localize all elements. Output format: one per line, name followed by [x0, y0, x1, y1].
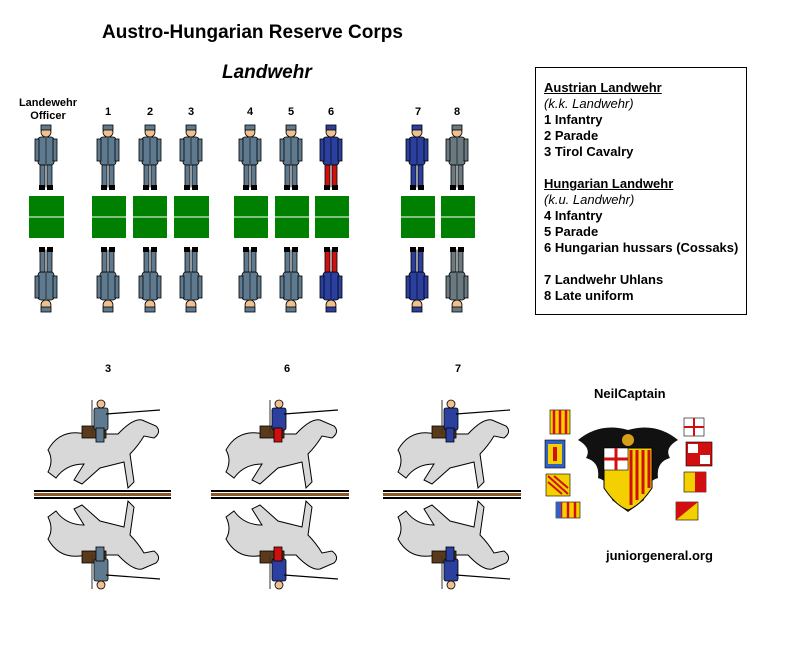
aragon-shield-icon [549, 409, 571, 435]
site-credit: juniorgeneral.org [606, 548, 713, 563]
sicily-flag-icon [675, 501, 699, 521]
valencia-shield-icon [555, 501, 581, 519]
figure-number-8: 8 [453, 106, 461, 118]
cavalry-figure-6 [225, 399, 339, 489]
figure-number-5: 5 [287, 106, 295, 118]
cavalry-number-6: 6 [283, 363, 291, 375]
legend-item: 5 Parade [544, 224, 599, 239]
coat-of-arms-eagle [578, 427, 678, 512]
legend-austrian-header: Austrian Landwehr [544, 80, 662, 95]
cavalry-figure-3 [47, 399, 161, 489]
legend-hungarian-header: Hungarian Landwehr [544, 176, 674, 191]
soldier-figure-6 [319, 124, 343, 191]
legend-item: 6 Hungarian hussars (Cossaks) [544, 240, 739, 255]
soldier-figure-5 [279, 124, 303, 191]
soldier-figure-1 [96, 124, 120, 191]
red-white-shield-icon [685, 441, 713, 467]
page-subtitle: Landwehr [222, 62, 312, 83]
legend-item: 1 Infantry [544, 112, 603, 127]
officer-figure [34, 124, 58, 191]
legend-hungarian-sub: (k.u. Landwehr) [544, 192, 635, 207]
figure-number-6: 6 [327, 106, 335, 118]
author-credit: NeilCaptain [594, 386, 666, 401]
legend-item: 8 Late uniform [544, 288, 634, 303]
gold-red-shield-icon [683, 471, 707, 493]
sardinia-shield-icon [683, 417, 705, 437]
cavalry-figure-7 [397, 399, 511, 489]
figure-number-1: 1 [104, 106, 112, 118]
figure-number-4: 4 [246, 106, 254, 118]
soldier-figure-4 [238, 124, 262, 191]
soldier-figure-8 [445, 124, 469, 191]
legend-austrian-sub: (k.k. Landwehr) [544, 96, 634, 111]
figure-number-2: 2 [146, 106, 154, 118]
soldier-figure-3 [179, 124, 203, 191]
legend-item: 2 Parade [544, 128, 599, 143]
jerusalem-shield-icon [544, 439, 566, 469]
legend-box: Austrian Landwehr (k.k. Landwehr) 1 Infa… [535, 67, 747, 315]
legend-item: 4 Infantry [544, 208, 603, 223]
mirrored-figures [34, 246, 469, 313]
legend-item: 7 Landwehr Uhlans [544, 272, 664, 287]
cavalry-number-3: 3 [104, 363, 112, 375]
officer-label: Landewehr Officer [18, 97, 78, 122]
soldier-figure-2 [138, 124, 162, 191]
mirrored-cavalry [47, 500, 511, 590]
cavalry-bases [34, 490, 521, 499]
soldier-figure-7 [405, 124, 429, 191]
figure-number-3: 3 [187, 106, 195, 118]
figure-number-7: 7 [414, 106, 422, 118]
cavalry-number-7: 7 [454, 363, 462, 375]
striped-shield-icon [545, 473, 571, 497]
legend-item: 3 Tirol Cavalry [544, 144, 634, 159]
page-title: Austro-Hungarian Reserve Corps [102, 22, 403, 43]
